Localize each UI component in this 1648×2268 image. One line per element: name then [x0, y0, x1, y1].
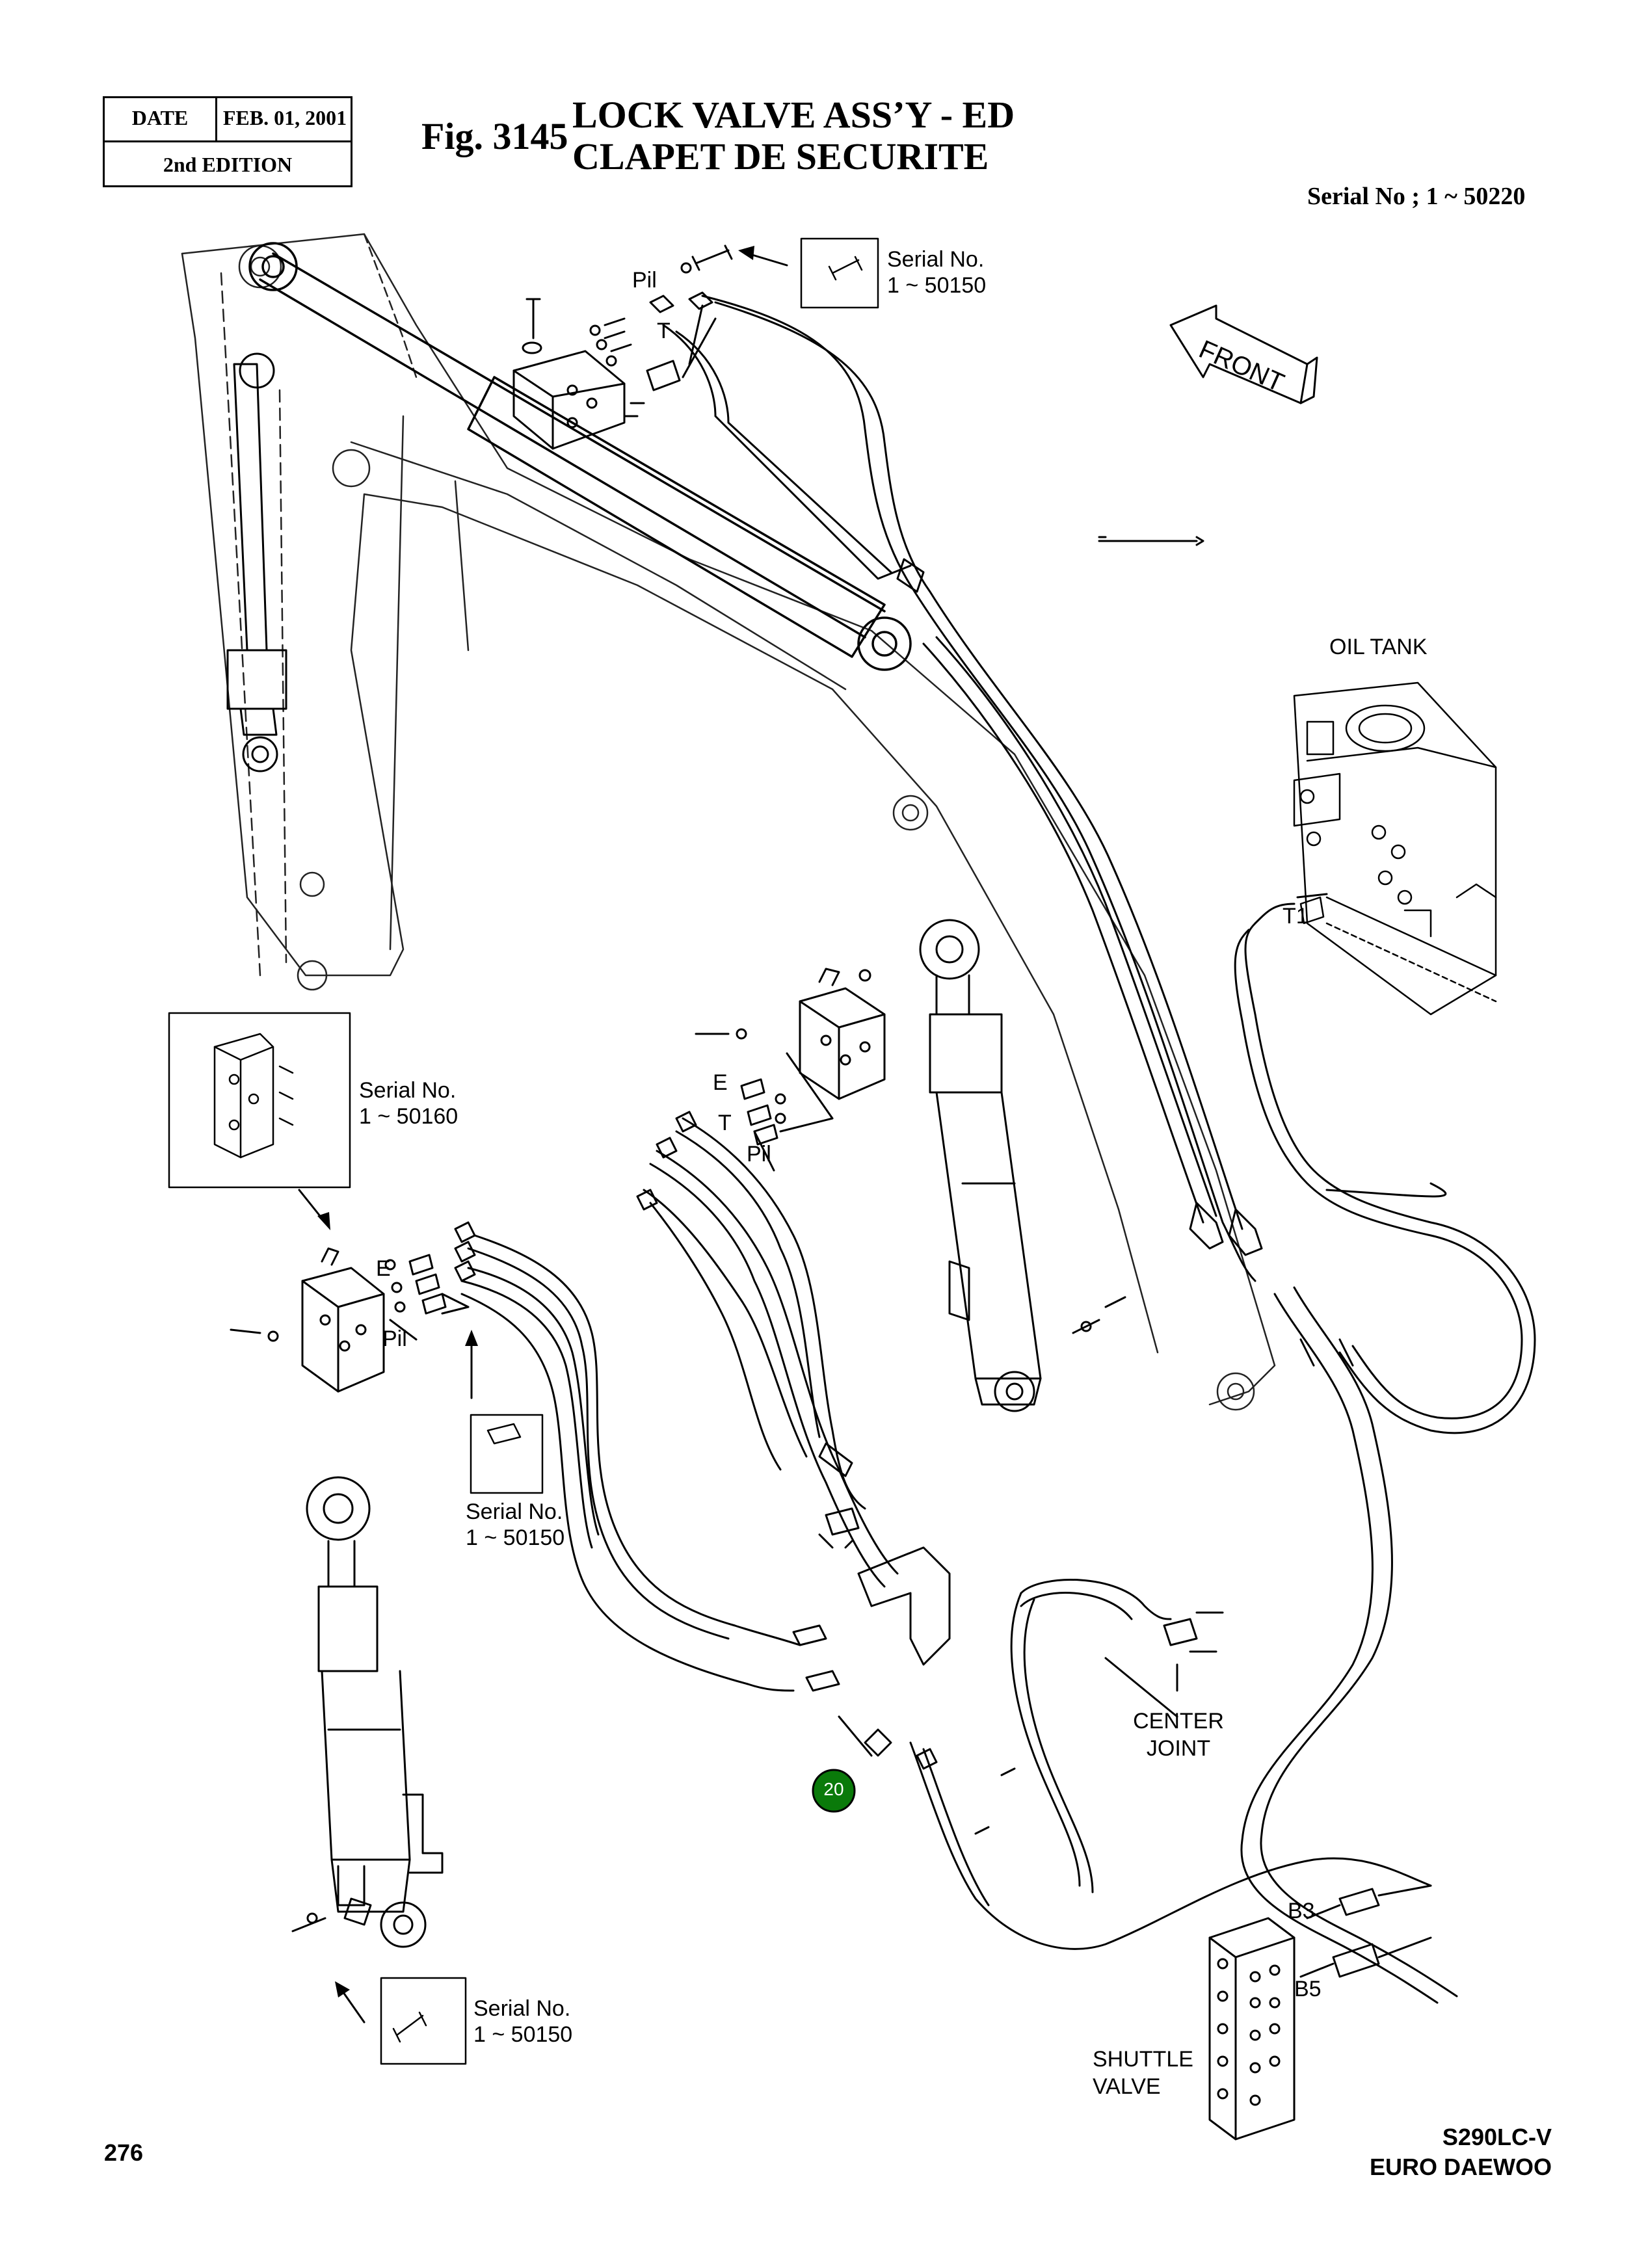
- lock-valve-left: [230, 1247, 470, 1393]
- callout-20-marker[interactable]: [810, 1767, 857, 1814]
- port-label-e-left: E: [376, 1256, 391, 1281]
- inset-2-line-2: 1 ~ 50160: [359, 1104, 459, 1129]
- arm-cylinder-upper: [226, 352, 287, 772]
- left-hoses: [454, 1221, 801, 1692]
- shuttle-valve-label-2: VALVE: [1093, 2074, 1161, 2099]
- arm-cylinder-middle: [919, 919, 1126, 1412]
- serial-range: Serial No ; 1 ~ 50220: [1307, 183, 1526, 210]
- inset-boxes: [168, 237, 879, 2065]
- center-joint-label-2: JOINT: [1146, 1736, 1211, 1761]
- inset-3-line-2: 1 ~ 50150: [466, 1525, 565, 1550]
- top-hoses: [662, 295, 1263, 1282]
- title-line-1: LOCK VALVE ASS’Y - ED: [572, 94, 1015, 136]
- arrow-heads: [317, 246, 754, 1998]
- pin-rod: [1098, 536, 1204, 546]
- date-label: DATE: [131, 106, 189, 129]
- date-value: FEB. 01, 2001: [222, 106, 347, 129]
- brand-name: EURO DAEWOO: [1369, 2154, 1552, 2180]
- shuttle-valve: [1208, 1884, 1432, 2141]
- port-label-t1: T1: [1283, 904, 1309, 929]
- callout-20-number[interactable]: 20: [823, 1779, 844, 1799]
- lock-valve-top: [512, 298, 645, 450]
- model-name: S290LC-V: [1442, 2124, 1552, 2150]
- boom-cylinder-top: [248, 242, 912, 671]
- port-label-t-mid: T: [718, 1111, 732, 1135]
- title-line-2: CLAPET DE SECURITE: [572, 135, 989, 178]
- lock-valve-mid: [695, 968, 886, 1146]
- port-label-e-mid: E: [713, 1070, 728, 1095]
- right-long-hoses: [1234, 893, 1536, 2004]
- inset-2-line-1: Serial No.: [359, 1078, 457, 1103]
- inset-4-line-2: 1 ~ 50150: [473, 2022, 573, 2047]
- boom-outline: [181, 233, 1276, 1411]
- date-row: [105, 98, 351, 142]
- port-label-t-top: T: [657, 319, 671, 343]
- port-label-pil-mid: Pil: [747, 1142, 771, 1167]
- shuttle-valve-label-1: SHUTTLE: [1093, 2047, 1193, 2072]
- inset-1-line-2: 1 ~ 50150: [887, 273, 987, 298]
- top-fittings: [589, 244, 733, 391]
- edition-label: 2nd EDITION: [163, 153, 293, 176]
- center-joint-label-1: CENTER: [1133, 1709, 1224, 1734]
- mid-hoses: [636, 1111, 899, 1588]
- arm-cylinder-lower-left: [291, 1476, 444, 1948]
- port-label-pil-top: Pil: [632, 268, 657, 293]
- port-label-b3: B3: [1288, 1899, 1315, 1923]
- date-box: DATE FEB. 01, 2001 2nd EDITION: [103, 96, 352, 187]
- oil-tank-label: OIL TANK: [1329, 635, 1428, 659]
- bracket-and-fittings: [792, 1507, 1432, 1950]
- inset-4-line-1: Serial No.: [473, 1996, 571, 2021]
- figure-number: Fig. 3145: [421, 115, 568, 157]
- port-label-pil-left: Pil: [382, 1326, 407, 1351]
- front-arrow: [1169, 304, 1318, 404]
- port-label-b5: B5: [1294, 1977, 1322, 2001]
- inset-3-line-1: Serial No.: [466, 1499, 563, 1524]
- page-number: 276: [104, 2139, 144, 2166]
- inset-1-line-1: Serial No.: [887, 247, 985, 272]
- oil-tank: [1293, 681, 1497, 1016]
